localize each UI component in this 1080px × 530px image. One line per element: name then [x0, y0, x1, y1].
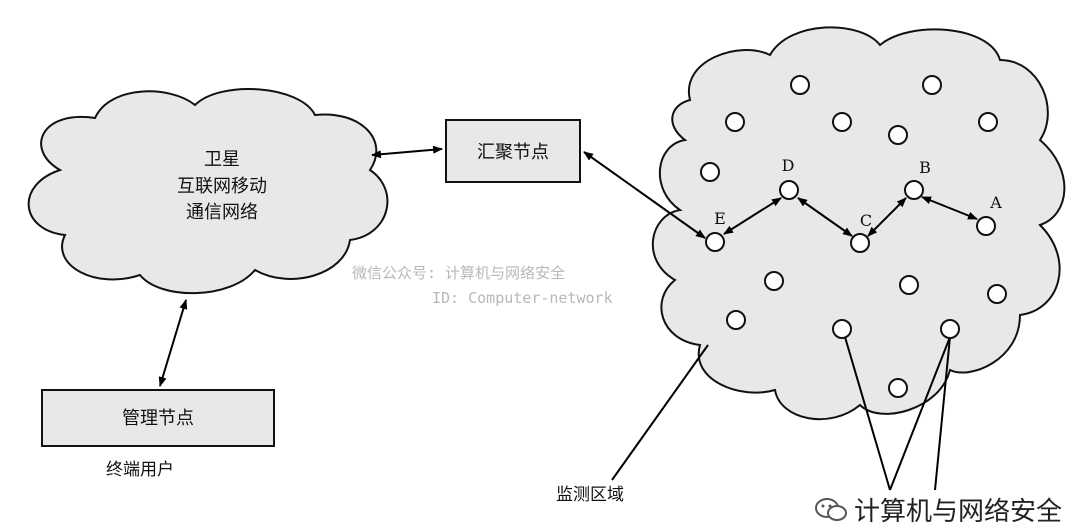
sensor-node-b [904, 180, 924, 200]
end-user-label: 终端用户 [106, 460, 174, 480]
sensor-node-c [850, 233, 870, 253]
pointer-line-node-1 [844, 336, 891, 491]
sensor-node [790, 75, 810, 95]
sensor-node [700, 162, 720, 182]
sensor-node [922, 75, 942, 95]
sensor-node-d [779, 180, 799, 200]
corner-watermark-text: 计算机与网络安全 [853, 497, 1062, 527]
arrow-cloud-sink [371, 145, 443, 159]
sensor-node [726, 310, 746, 330]
sensor-node [764, 271, 784, 291]
sensor-node [940, 319, 960, 339]
arrow-e-d [723, 197, 782, 235]
monitoring-area-label: 监测区域 [556, 485, 624, 505]
corner-watermark: 计算机与网络安全 [814, 491, 1062, 528]
watermark-line-2: ID: Computer-network [432, 289, 613, 307]
arrow-sink-node-e [583, 151, 706, 239]
arrow-b-a [921, 196, 978, 220]
sensor-nodes [700, 75, 1007, 398]
sensor-node [832, 319, 852, 339]
sink-node-label: 汇聚节点 [477, 142, 549, 163]
wechat-icon [814, 497, 847, 521]
node-label-b: B [919, 158, 931, 177]
sensor-node-a [976, 216, 996, 236]
pointer-line-node-3 [934, 336, 951, 491]
pointer-line-node-2 [889, 336, 951, 491]
network-cloud: 卫星 互联网移动 通信网络 [27, 88, 389, 295]
node-label-d: D [782, 156, 795, 175]
sensor-node [725, 112, 745, 132]
node-label-e: E [714, 209, 726, 228]
arrow-c-b [867, 197, 907, 237]
management-node: 管理节点 [41, 389, 275, 447]
sensor-node [832, 112, 852, 132]
sensor-node [899, 275, 919, 295]
node-label-a: A [989, 193, 1002, 212]
arrow-cloud-management [158, 299, 188, 387]
sensor-node-e [705, 232, 725, 252]
sensor-node [978, 112, 998, 132]
pointer-line-area [611, 344, 709, 481]
network-cloud-line-3: 通信网络 [186, 202, 258, 223]
node-label-c: C [860, 211, 872, 230]
sensor-node [987, 284, 1007, 304]
management-node-label: 管理节点 [122, 408, 194, 429]
monitoring-area-cloud [651, 26, 1066, 421]
sensor-node [888, 125, 908, 145]
network-cloud-line-2: 互联网移动 [177, 176, 267, 197]
watermark-line-1: 微信公众号: 计算机与网络安全 [352, 264, 565, 282]
sink-node: 汇聚节点 [445, 119, 581, 183]
network-cloud-line-1: 卫星 [204, 149, 240, 170]
arrow-d-c [797, 197, 853, 237]
sensor-node [888, 378, 908, 398]
